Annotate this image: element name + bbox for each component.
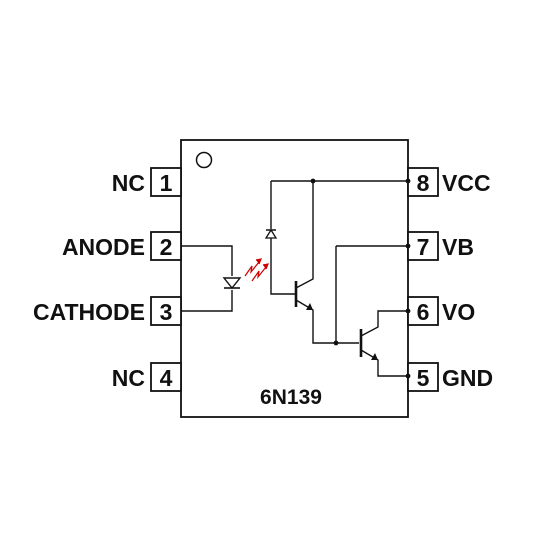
pin-box (150, 362, 182, 392)
pin-3: 3 CATHODE (33, 296, 182, 326)
junction-dot (405, 178, 411, 184)
pin-label: VO (442, 299, 475, 325)
pin-number: 4 (160, 365, 173, 391)
led-circuit (181, 245, 269, 312)
pin-label: GND (442, 365, 493, 391)
pin-1: 1 NC (112, 167, 182, 197)
pin-label: VCC (442, 170, 491, 196)
pin1-marker-icon (195, 151, 213, 169)
pin-8: 8 VCC (407, 167, 491, 197)
photodiode-cathode-wire (270, 238, 296, 295)
junction-dot (405, 373, 411, 379)
pin-label: CATHODE (33, 299, 145, 325)
pin-number: 3 (160, 299, 173, 325)
pin-7: 7 VB (407, 231, 474, 261)
ic-body (180, 139, 409, 418)
pin-number: 7 (417, 234, 430, 260)
pin-4: 4 NC (112, 362, 182, 392)
pin-2: 2 ANODE (62, 231, 182, 261)
pin-label: ANODE (62, 234, 145, 260)
output-circuit (264, 178, 411, 379)
transistor-2-icon (359, 310, 408, 377)
cathode-wire (181, 290, 233, 312)
pin-number: 8 (417, 170, 430, 196)
pin-number: 5 (417, 365, 430, 391)
pin-label: NC (112, 170, 145, 196)
pin-label: NC (112, 365, 145, 391)
pin-number: 1 (160, 170, 173, 196)
pin-6: 6 VO (407, 296, 475, 326)
pin-number: 6 (417, 299, 430, 325)
pin-box (150, 167, 182, 197)
pin-label: VB (442, 234, 474, 260)
junction-dot (405, 308, 411, 314)
junction-dot (405, 243, 411, 249)
junction-dot (333, 340, 339, 346)
part-number-label: 6N139 (260, 386, 322, 409)
anode-wire (181, 245, 233, 276)
light-arrow-icon (244, 258, 269, 282)
led-icon (222, 277, 242, 290)
pin-box (150, 296, 182, 326)
pin-number: 2 (160, 234, 173, 260)
pin-5: 5 GND (407, 362, 493, 392)
